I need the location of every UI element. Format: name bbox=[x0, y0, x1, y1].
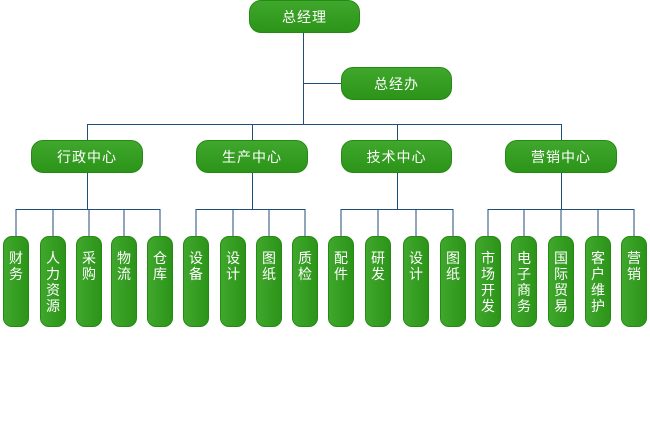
department-label: 财务 bbox=[9, 251, 23, 283]
department-node[interactable]: 配件 bbox=[328, 236, 354, 327]
department-node[interactable]: 财务 bbox=[3, 236, 29, 327]
department-node[interactable]: 质检 bbox=[292, 236, 318, 327]
department-label: 设计 bbox=[226, 251, 240, 283]
department-label: 质检 bbox=[298, 251, 312, 283]
department-node[interactable]: 设计 bbox=[220, 236, 246, 327]
department-label: 设备 bbox=[189, 251, 203, 283]
department-label: 市场开发 bbox=[481, 251, 495, 315]
department-node[interactable]: 设计 bbox=[403, 236, 429, 327]
node-center-production[interactable]: 生产中心 bbox=[196, 140, 308, 173]
department-node[interactable]: 设备 bbox=[183, 236, 209, 327]
department-node[interactable]: 国际贸易 bbox=[548, 236, 574, 327]
department-node[interactable]: 营销 bbox=[621, 236, 647, 327]
department-node[interactable]: 电子商务 bbox=[511, 236, 537, 327]
node-label: 生产中心 bbox=[222, 149, 282, 166]
department-label: 客户维护 bbox=[591, 251, 605, 315]
department-label: 图纸 bbox=[262, 251, 276, 283]
department-label: 营销 bbox=[627, 251, 641, 283]
node-label: 行政中心 bbox=[57, 149, 117, 166]
department-label: 采购 bbox=[82, 251, 96, 283]
node-label: 总经理 bbox=[282, 9, 327, 26]
node-center-technology[interactable]: 技术中心 bbox=[341, 140, 452, 173]
department-label: 电子商务 bbox=[517, 251, 531, 315]
node-label: 技术中心 bbox=[366, 149, 427, 166]
department-node[interactable]: 研发 bbox=[365, 236, 391, 327]
department-label: 研发 bbox=[371, 251, 385, 283]
department-node[interactable]: 图纸 bbox=[440, 236, 466, 327]
node-general-office[interactable]: 总经办 bbox=[341, 67, 452, 100]
department-node[interactable]: 物流 bbox=[111, 236, 137, 327]
department-label: 人力资源 bbox=[46, 251, 60, 315]
department-node[interactable]: 采购 bbox=[76, 236, 102, 327]
node-center-admin[interactable]: 行政中心 bbox=[31, 140, 143, 173]
department-label: 物流 bbox=[117, 251, 131, 283]
node-center-marketing[interactable]: 营销中心 bbox=[505, 140, 617, 173]
department-node[interactable]: 图纸 bbox=[256, 236, 282, 327]
department-label: 国际贸易 bbox=[554, 251, 568, 315]
department-node[interactable]: 仓库 bbox=[147, 236, 173, 327]
node-general-manager[interactable]: 总经理 bbox=[249, 0, 360, 33]
department-label: 配件 bbox=[334, 251, 348, 283]
department-node[interactable]: 市场开发 bbox=[475, 236, 501, 327]
node-label: 总经办 bbox=[374, 76, 419, 93]
department-label: 设计 bbox=[409, 251, 423, 283]
node-label: 营销中心 bbox=[531, 149, 591, 166]
department-label: 仓库 bbox=[153, 251, 167, 283]
department-node[interactable]: 客户维护 bbox=[585, 236, 611, 327]
department-node[interactable]: 人力资源 bbox=[40, 236, 66, 327]
department-label: 图纸 bbox=[446, 251, 460, 283]
